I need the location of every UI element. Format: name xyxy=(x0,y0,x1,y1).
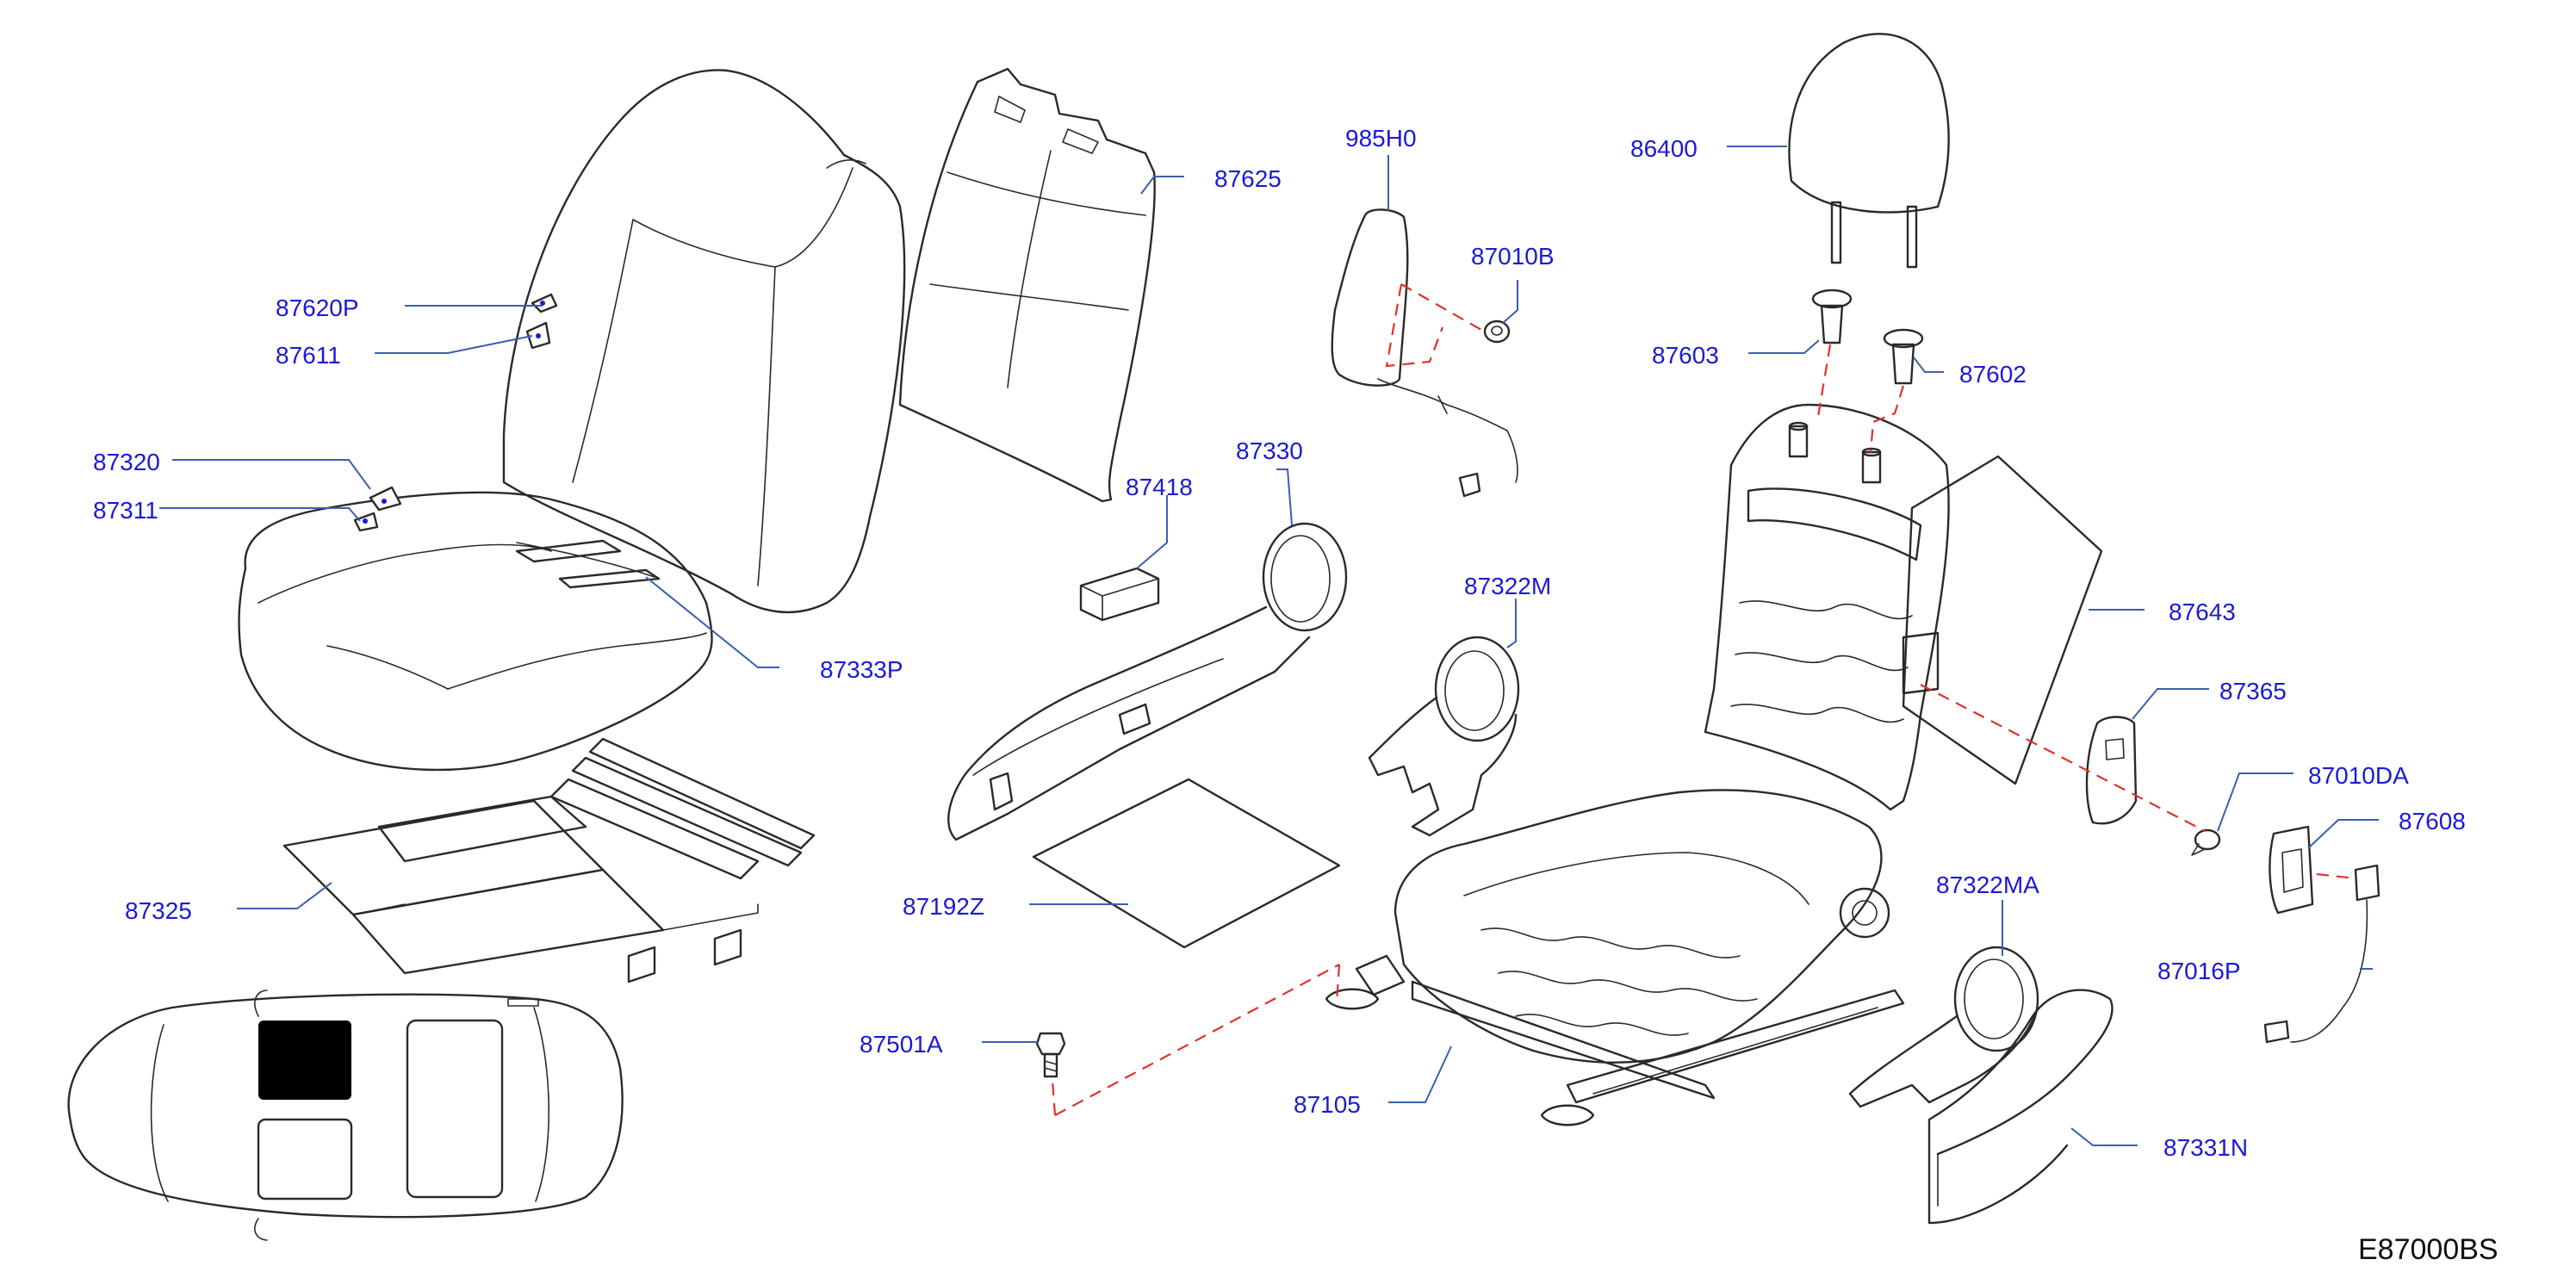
label-87611: 87611 xyxy=(276,342,341,369)
recliner-finisher-87322MA xyxy=(1848,946,2039,1108)
screw-87010DA xyxy=(2191,828,2221,856)
label-87625: 87625 xyxy=(1214,165,1282,192)
label-87010B: 87010B xyxy=(1471,243,1555,270)
label-87311: 87311 xyxy=(93,497,158,524)
label-87010DA: 87010DA xyxy=(2308,762,2409,789)
figure-code: E87000BS xyxy=(2358,1233,2498,1266)
harness-connector-87016P xyxy=(2263,864,2380,1044)
assembly-lines xyxy=(1051,283,2356,1116)
label-87608: 87608 xyxy=(2399,808,2466,834)
seat-cushion-trim-sheet xyxy=(282,737,816,983)
label-87333P: 87333P xyxy=(820,656,903,683)
label-87603: 87603 xyxy=(1652,342,1719,369)
label-87602: 87602 xyxy=(1959,361,2027,388)
seat-cushion-finisher-87331N xyxy=(1927,989,2114,1225)
part-labels: 87620P 87611 87320 87311 87333P 87325 87… xyxy=(93,125,2498,1266)
label-87501A: 87501A xyxy=(860,1031,943,1058)
seat-cushion-sheet-87192Z xyxy=(1032,778,1341,949)
label-87105: 87105 xyxy=(1294,1091,1361,1118)
nut-87010B xyxy=(1483,320,1511,344)
label-87325: 87325 xyxy=(125,897,192,924)
label-87320: 87320 xyxy=(93,449,160,475)
label-87016P: 87016P xyxy=(2157,958,2241,984)
bolt-87501A xyxy=(1035,1032,1066,1078)
label-86400: 86400 xyxy=(1630,135,1698,162)
leader-lines xyxy=(159,146,2379,1146)
label-87418: 87418 xyxy=(1126,474,1193,500)
vehicle-locator xyxy=(67,990,624,1241)
seat-location-marker xyxy=(258,1021,351,1100)
seat-back-board-87643 xyxy=(1902,455,2103,785)
label-87192Z: 87192Z xyxy=(903,893,984,920)
headrest xyxy=(1788,33,1950,269)
label-985H0: 985H0 xyxy=(1345,125,1417,152)
recliner-knob-cover-87365 xyxy=(2085,716,2138,825)
seat-frame-assembly xyxy=(1325,403,1950,1126)
seat-cushion-finisher-inner xyxy=(947,522,1348,841)
seat-back-pad xyxy=(898,67,1156,503)
headrest-holder-87602 xyxy=(1883,328,1924,385)
finisher-87608 xyxy=(2269,825,2314,915)
side-airbag-module xyxy=(1331,208,1518,498)
label-87643: 87643 xyxy=(2169,599,2236,625)
seat-back-trim-cover xyxy=(502,69,906,614)
label-87620P: 87620P xyxy=(276,295,359,321)
label-87365: 87365 xyxy=(2219,678,2287,704)
label-87330: 87330 xyxy=(1236,437,1303,464)
label-87322M: 87322M xyxy=(1464,573,1551,599)
recliner-finisher-87322M xyxy=(1368,636,1520,837)
label-87322MA: 87322MA xyxy=(1936,872,2039,898)
headrest-holder-87603 xyxy=(1811,288,1853,344)
label-87331N: 87331N xyxy=(2163,1134,2248,1161)
seat-cushion-pad xyxy=(238,486,713,772)
clip-87418 xyxy=(1079,567,1160,622)
